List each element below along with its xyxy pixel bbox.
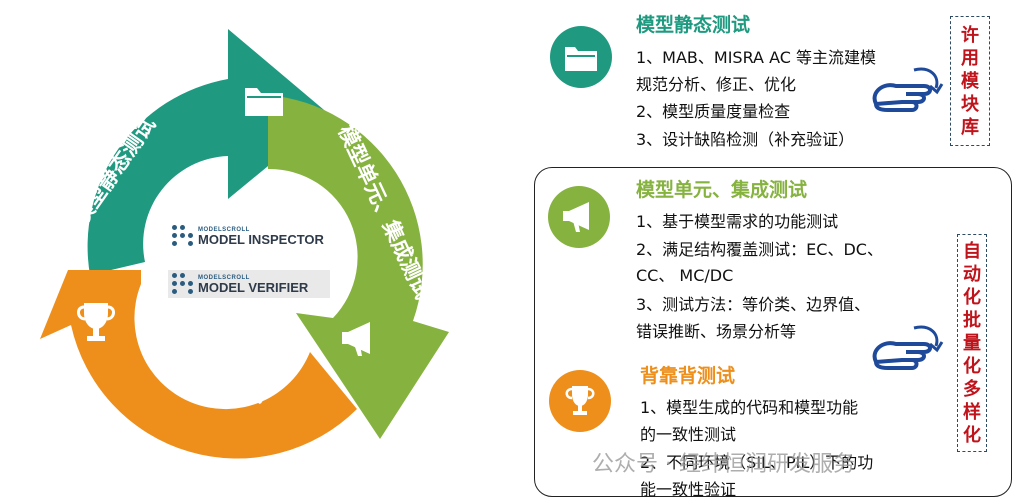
modelscroll-mark-icon — [172, 225, 194, 247]
back-to-back-badge — [549, 370, 611, 432]
section-item: 能一致性验证 — [640, 480, 737, 499]
cycle-arrow-unit — [268, 95, 449, 439]
section-item: 规范分析、修正、优化 — [636, 75, 797, 94]
side-label-automation: 自 动 化 批 量 化 多 样 化 — [957, 234, 987, 452]
model-verifier-logo: MODELSCROLL MODEL VERIFIER — [168, 270, 330, 298]
model-inspector-logo: MODELSCROLL MODEL INSPECTOR — [168, 222, 330, 250]
dynamic-tests-panel — [534, 167, 1012, 497]
megaphone-icon — [342, 322, 370, 356]
trophy-icon — [77, 303, 115, 341]
side-label-char: 自 — [963, 240, 981, 262]
cycle-arrow-static — [87, 29, 330, 275]
unit-test-badge — [548, 186, 610, 248]
section-item: 的一致性测试 — [640, 425, 737, 444]
section-item: CC、 MC/DC — [636, 266, 734, 285]
side-label-char: 化 — [963, 424, 981, 446]
watermark: 公众号 · 经纬恒润研发服务 — [592, 452, 855, 477]
side-label-char: 块 — [961, 93, 979, 115]
section-item: 1、基于模型需求的功能测试 — [636, 212, 839, 231]
section-title-unit: 模型单元、集成测试 — [636, 179, 808, 201]
side-label-char: 批 — [963, 309, 981, 331]
test-cycle-diagram: 模型静态测试 模型单元、集成测试 背靠背测试 — [40, 29, 449, 459]
side-label-char: 多 — [963, 378, 981, 400]
megaphone-icon — [563, 202, 589, 232]
section-item: 1、MAB、MISRA AC 等主流建模 — [636, 48, 877, 67]
section-item: 2、模型质量度量检查 — [636, 102, 791, 121]
trophy-icon — [565, 386, 595, 415]
pointing-hand-icon — [872, 325, 944, 370]
logo-brand-verifier: MODELSCROLL — [198, 274, 250, 281]
logo-product-verifier: MODEL VERIFIER — [198, 279, 309, 295]
modelscroll-mark-icon — [172, 273, 194, 295]
side-label-char: 量 — [963, 332, 981, 354]
section-title-back: 背靠背测试 — [640, 365, 736, 387]
pointing-hand-icon — [872, 67, 944, 112]
side-label-char: 样 — [963, 401, 981, 423]
folder-icon — [245, 88, 283, 116]
logo-brand-inspector: MODELSCROLL — [198, 226, 250, 233]
section-item: 错误推断、场景分析等 — [636, 322, 797, 341]
side-label-char: 化 — [963, 286, 981, 308]
static-test-badge — [550, 26, 612, 88]
side-label-char: 用 — [961, 47, 979, 69]
side-label-char: 动 — [963, 263, 981, 285]
cycle-arrow-back — [40, 270, 357, 459]
folder-icon — [565, 47, 597, 71]
logo-product-inspector: MODEL INSPECTOR — [198, 231, 324, 247]
side-label-library: 许 用 模 块 库 — [950, 16, 990, 146]
side-label-char: 模 — [961, 70, 979, 92]
section-title-static: 模型静态测试 — [636, 14, 751, 36]
section-item: 3、测试方法：等价类、边界值、 — [636, 295, 871, 314]
section-item: 1、模型生成的代码和模型功能 — [640, 398, 859, 417]
section-item: 3、设计缺陷检测（补充验证） — [636, 130, 855, 149]
side-label-char: 许 — [961, 24, 979, 46]
section-item: 2、不同环境（SIL、PIL）下的功 — [640, 453, 874, 472]
section-item: 2、满足结构覆盖测试：EC、DC、 — [636, 240, 883, 259]
side-label-char: 库 — [961, 116, 979, 138]
side-label-char: 化 — [963, 355, 981, 377]
